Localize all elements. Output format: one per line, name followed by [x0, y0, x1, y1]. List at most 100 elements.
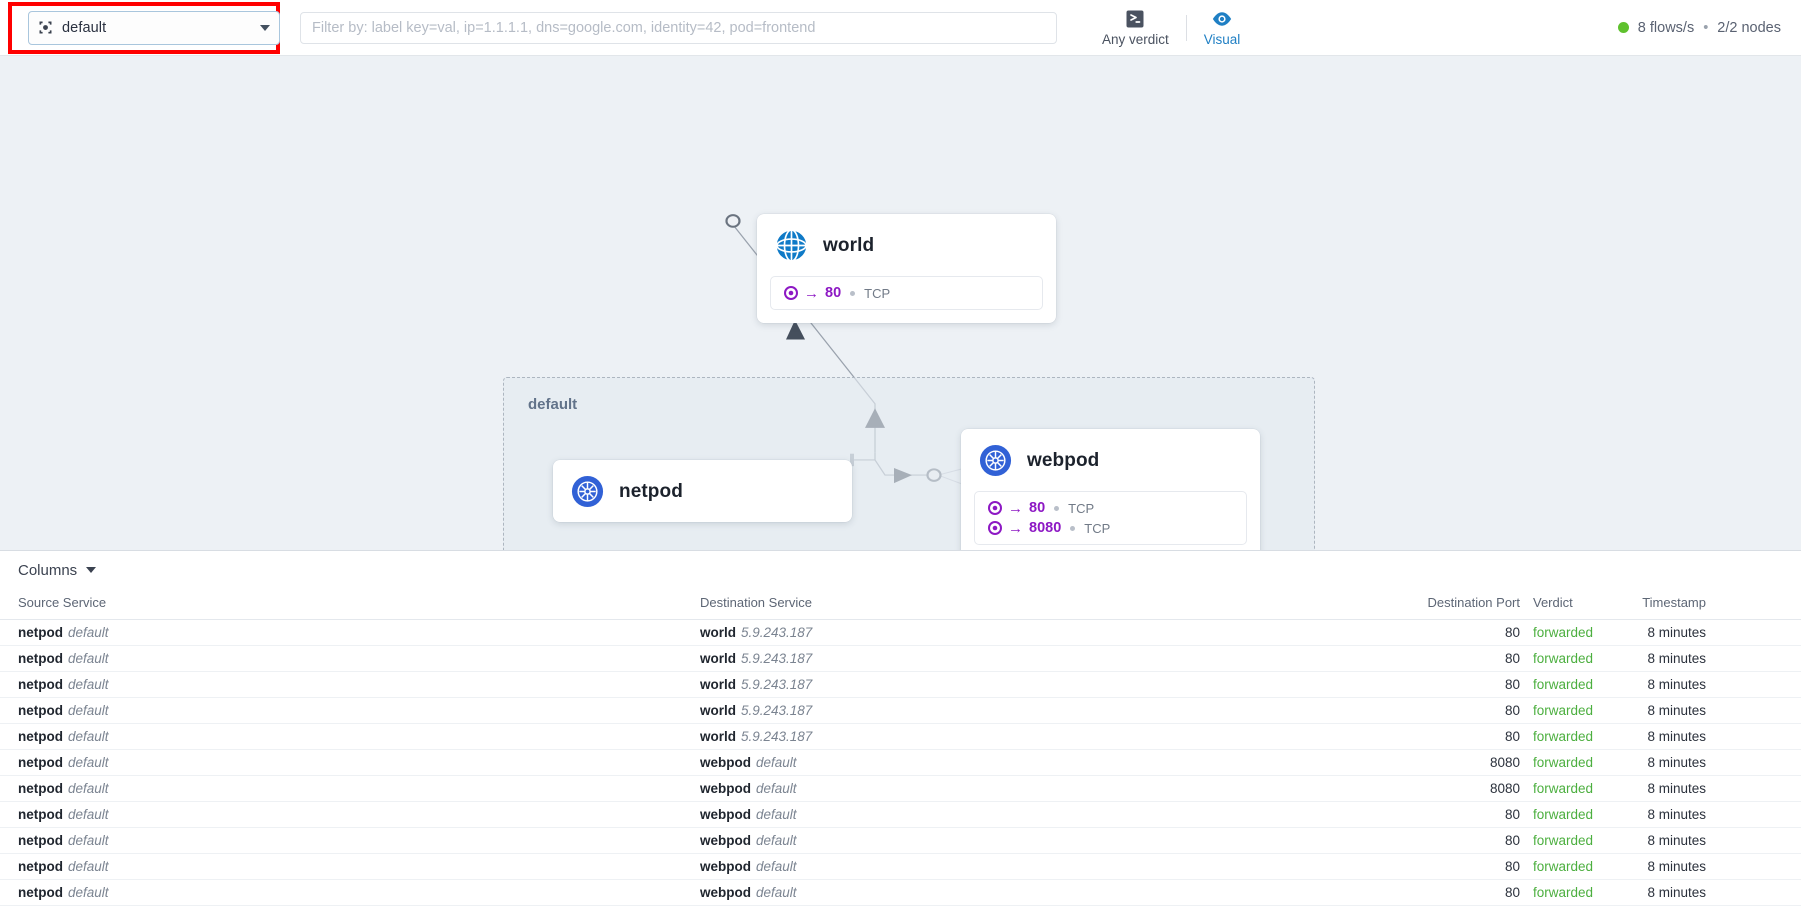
column-header-verdict[interactable]: Verdict [1520, 589, 1630, 620]
service-name: netpod [18, 859, 63, 874]
service-name: webpod [700, 833, 751, 848]
service-meta: default [756, 755, 797, 770]
timestamp-value: 8 minutes [1647, 807, 1706, 822]
column-header-destination-service[interactable]: Destination Service [700, 589, 1400, 620]
service-name: webpod [700, 859, 751, 874]
namespace-selector[interactable]: default [28, 10, 280, 45]
service-name: netpod [18, 677, 63, 692]
service-name: world [700, 677, 736, 692]
service-node-netpod-title: netpod [619, 480, 683, 502]
timestamp-value: 8 minutes [1647, 651, 1706, 666]
service-meta: default [68, 729, 109, 744]
connection-status: 8 flows/s • 2/2 nodes [1617, 20, 1787, 36]
endpoint-icon [988, 501, 1002, 515]
service-node-world-header: world [757, 214, 1056, 276]
port-direction-arrow: → [1008, 519, 1023, 537]
service-meta: default [68, 833, 109, 848]
port-row[interactable]: → 8080 TCP [975, 518, 1246, 538]
status-badge: forwarded [1533, 781, 1594, 796]
service-name: world [700, 651, 736, 666]
status-badge: forwarded [1533, 677, 1594, 692]
service-map-canvas[interactable]: default world [0, 56, 1801, 550]
column-header-source-service[interactable]: Source Service [0, 589, 700, 620]
service-name: webpod [700, 807, 751, 822]
namespace-selector-container: default [0, 0, 286, 56]
service-meta: default [68, 781, 109, 796]
verdict-filter-label: Any verdict [1102, 32, 1169, 47]
service-node-webpod-header: webpod [961, 429, 1260, 491]
service-node-netpod[interactable]: netpod [553, 460, 852, 522]
timestamp-value: 8 minutes [1647, 703, 1706, 718]
endpoint-icon [988, 521, 1002, 535]
cell-destination-port: 80 [1400, 619, 1520, 646]
column-header-destination-port[interactable]: Destination Port [1400, 589, 1520, 620]
filter-input[interactable] [300, 11, 1057, 44]
service-node-webpod-title: webpod [1027, 449, 1100, 471]
kubernetes-icon [979, 444, 1012, 477]
port-row[interactable]: → 80 TCP [975, 498, 1246, 518]
timestamp-value: 8 minutes [1647, 729, 1706, 744]
cell-verdict: forwarded [1520, 775, 1630, 802]
cell-timestamp: 8 minutes [1630, 749, 1801, 776]
column-header-timestamp[interactable]: Timestamp [1630, 589, 1801, 620]
columns-dropdown-button[interactable]: Columns [0, 551, 1801, 589]
cell-verdict: forwarded [1520, 879, 1630, 906]
cell-timestamp: 8 minutes [1630, 879, 1801, 906]
visual-mode-button[interactable]: Visual [1187, 0, 1258, 56]
service-meta: default [68, 651, 109, 666]
service-node-world-ports: → 80 TCP [770, 276, 1043, 310]
cell-verdict: forwarded [1520, 827, 1630, 854]
service-meta: default [68, 755, 109, 770]
timestamp-value: 8 minutes [1647, 755, 1706, 770]
cell-verdict: forwarded [1520, 749, 1630, 776]
app-header: default Any verdict [0, 0, 1801, 56]
cell-timestamp: 8 minutes [1630, 827, 1801, 854]
endpoint-icon [784, 286, 798, 300]
service-node-world[interactable]: world → 80 TCP [757, 214, 1056, 323]
port-row[interactable]: → 80 TCP [771, 283, 1042, 303]
cell-timestamp: 8 minutes [1630, 619, 1801, 646]
service-name: netpod [18, 755, 63, 770]
cell-destination-port: 8080 [1400, 775, 1520, 802]
status-indicator-dot [1617, 22, 1629, 33]
cell-timestamp: 8 minutes [1630, 697, 1801, 724]
service-meta: default [756, 781, 797, 796]
port-protocol: TCP [1068, 500, 1095, 516]
flows-table-header-row: Source Service Destination Service Desti… [0, 589, 1801, 620]
chevron-down-icon [260, 24, 270, 31]
cell-verdict: forwarded [1520, 671, 1630, 698]
cell-timestamp: 8 minutes [1630, 853, 1801, 880]
port-separator-dot [850, 290, 856, 296]
cell-timestamp: 8 minutes [1630, 723, 1801, 750]
cell-destination-port: 80 [1400, 827, 1520, 854]
service-name: netpod [18, 703, 63, 718]
service-node-webpod[interactable]: webpod → 80 TCP [961, 429, 1260, 550]
status-badge: forwarded [1533, 703, 1594, 718]
timestamp-value: 8 minutes [1647, 885, 1706, 900]
eye-icon [1211, 8, 1233, 29]
timestamp-value: 8 minutes [1647, 833, 1706, 848]
verdict-filter-button[interactable]: Any verdict [1085, 0, 1186, 56]
service-name: netpod [18, 807, 63, 822]
columns-dropdown-label: Columns [18, 561, 78, 579]
port-protocol: TCP [864, 285, 891, 301]
service-meta: 5.9.243.187 [741, 729, 813, 744]
